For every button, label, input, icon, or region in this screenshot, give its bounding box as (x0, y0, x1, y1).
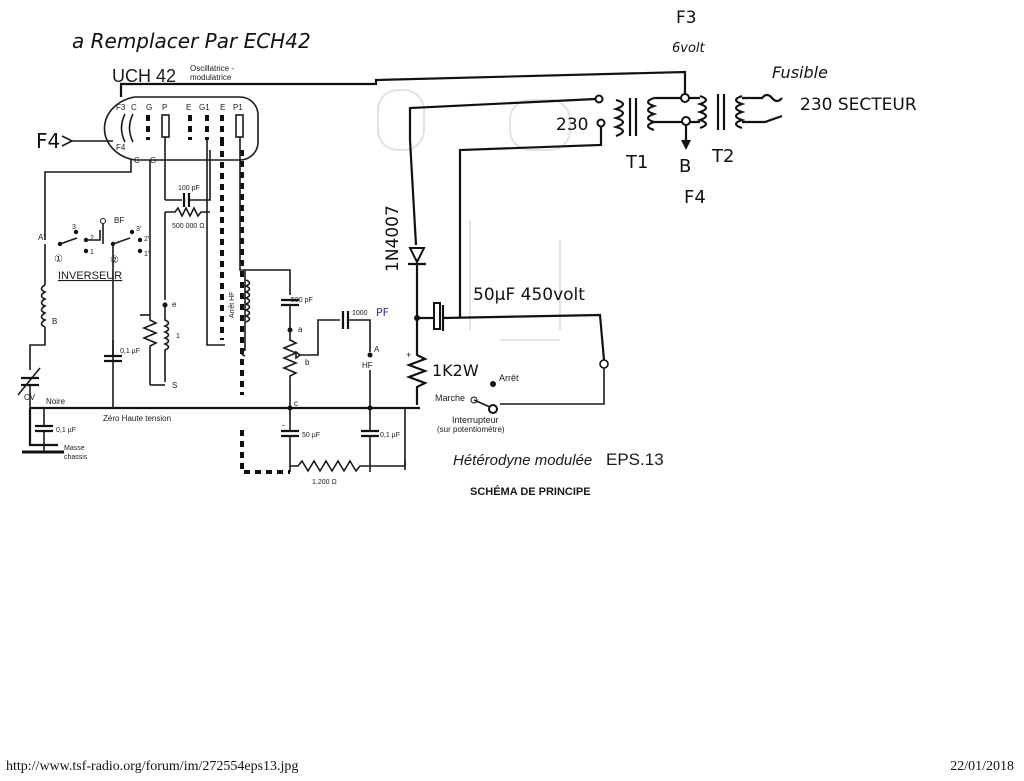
c-label: c (294, 399, 298, 408)
bf-label: BF (114, 216, 124, 225)
a-output-label: A (374, 345, 380, 354)
switch-interrupteur: Interrupteur (452, 415, 499, 425)
title-main: Hétérodyne modulée (453, 452, 592, 469)
pin-label-c-small: C (134, 156, 140, 165)
cap01-left-label: 0,1 µF (56, 427, 76, 434)
b-pot-label: b (305, 358, 310, 367)
n3p-label: 3' (136, 226, 141, 233)
diode-1n4007 (408, 247, 426, 318)
circle-2-label: ② (110, 255, 119, 266)
b-left-label: B (52, 317, 57, 326)
footer-date: 22/01/2018 (950, 759, 1014, 774)
six-volt-label: 6volt (672, 41, 706, 56)
noire-label: Noire (46, 397, 66, 406)
c100pf-label: 100 pF (178, 185, 200, 192)
pf-blue-label: PF (376, 306, 389, 319)
hf-label: HF (362, 361, 373, 370)
diode-label: 1N4007 (383, 205, 403, 272)
terminal-f3 (680, 93, 690, 103)
transformer-t2 (696, 94, 746, 130)
a-label: a (298, 325, 303, 334)
pin-label-f4: F4 (116, 143, 126, 152)
tube-name: UCH 42 (112, 66, 176, 86)
pin-label-g-small: G (150, 156, 156, 165)
circle-1-label: ① (54, 254, 63, 265)
pin-label-g1: G1 (199, 103, 210, 112)
pin-label-p: P (162, 103, 167, 112)
n2p-label: 2' (144, 236, 149, 243)
pin-label-e2: E (220, 103, 225, 112)
res-1k-label: 1K2W (432, 361, 479, 380)
switch-arret: Arrêt (499, 373, 519, 383)
cap50-bottom-label: 50 µF (302, 432, 320, 439)
arret-hf-label: Arrêt HF (229, 292, 236, 318)
pin-label-e: E (186, 103, 191, 112)
tube-desc-2: modulatrice (190, 73, 232, 82)
b-label: B (679, 156, 691, 177)
tube-desc-1: Oscillatrice - (190, 64, 234, 73)
s-label: S (172, 381, 177, 390)
switch-marche: Marche (435, 393, 465, 403)
t2-label: T2 (711, 146, 734, 167)
cap-50uf-label: 50µF 450volt (473, 285, 585, 305)
title-subtitle: SCHÉMA DE PRINCIPE (470, 485, 591, 498)
terminal-b (681, 116, 691, 126)
n1-label: 1 (90, 249, 94, 256)
pin-label-p1: P1 (233, 103, 243, 112)
switch-sur-pot: (sur potentiomètre) (437, 425, 505, 434)
cap01-mid-label: 0,1 µF (120, 348, 140, 355)
plus-sign: + (406, 350, 411, 360)
n1p-label: 1' (144, 251, 149, 258)
cap01-bottom-label: 0,1 µF (380, 432, 400, 439)
footer-source-url: http://www.tsf-radio.org/forum/im/272554… (6, 759, 299, 774)
r500k-label: 500 000 Ω (172, 223, 204, 230)
f4-left-label: F4 (36, 129, 60, 153)
pin-label-g: G (146, 103, 152, 112)
v230-label: 230 (556, 115, 588, 135)
replace-note: a Remplacer Par ECH42 (72, 29, 311, 53)
masse-label: Masse (64, 445, 85, 452)
secteur-label: 230 SECTEUR (800, 95, 917, 115)
transformer-t1 (612, 96, 658, 138)
n2-label: 2 (90, 235, 94, 242)
a-prime-label: A' (38, 233, 45, 242)
zero-ht-label: Zéro Haute tension (103, 414, 171, 423)
r1200-label: 1.200 Ω (312, 479, 337, 486)
c1000-label: 1000 (352, 310, 368, 317)
e-label: e (172, 300, 177, 309)
f4-right-label: F4 (684, 187, 706, 208)
one-label: 1 (176, 333, 180, 340)
n3-label: 3 (72, 224, 76, 231)
pin-label-c: C (131, 103, 137, 112)
fusible-label: Fusible (772, 63, 828, 82)
pin-label-f3: F3 (116, 103, 126, 112)
minus-label: - (282, 420, 285, 430)
inverseur-label: INVERSEUR (58, 270, 122, 282)
t1-label: T1 (625, 152, 648, 173)
title-code: EPS.13 (606, 450, 664, 469)
chassis-label: chassis (64, 454, 88, 461)
electrolytic-capacitor-50uf (433, 302, 441, 330)
c500pf-label: 500 pF (291, 297, 313, 304)
f3-label: F3 (676, 8, 697, 28)
